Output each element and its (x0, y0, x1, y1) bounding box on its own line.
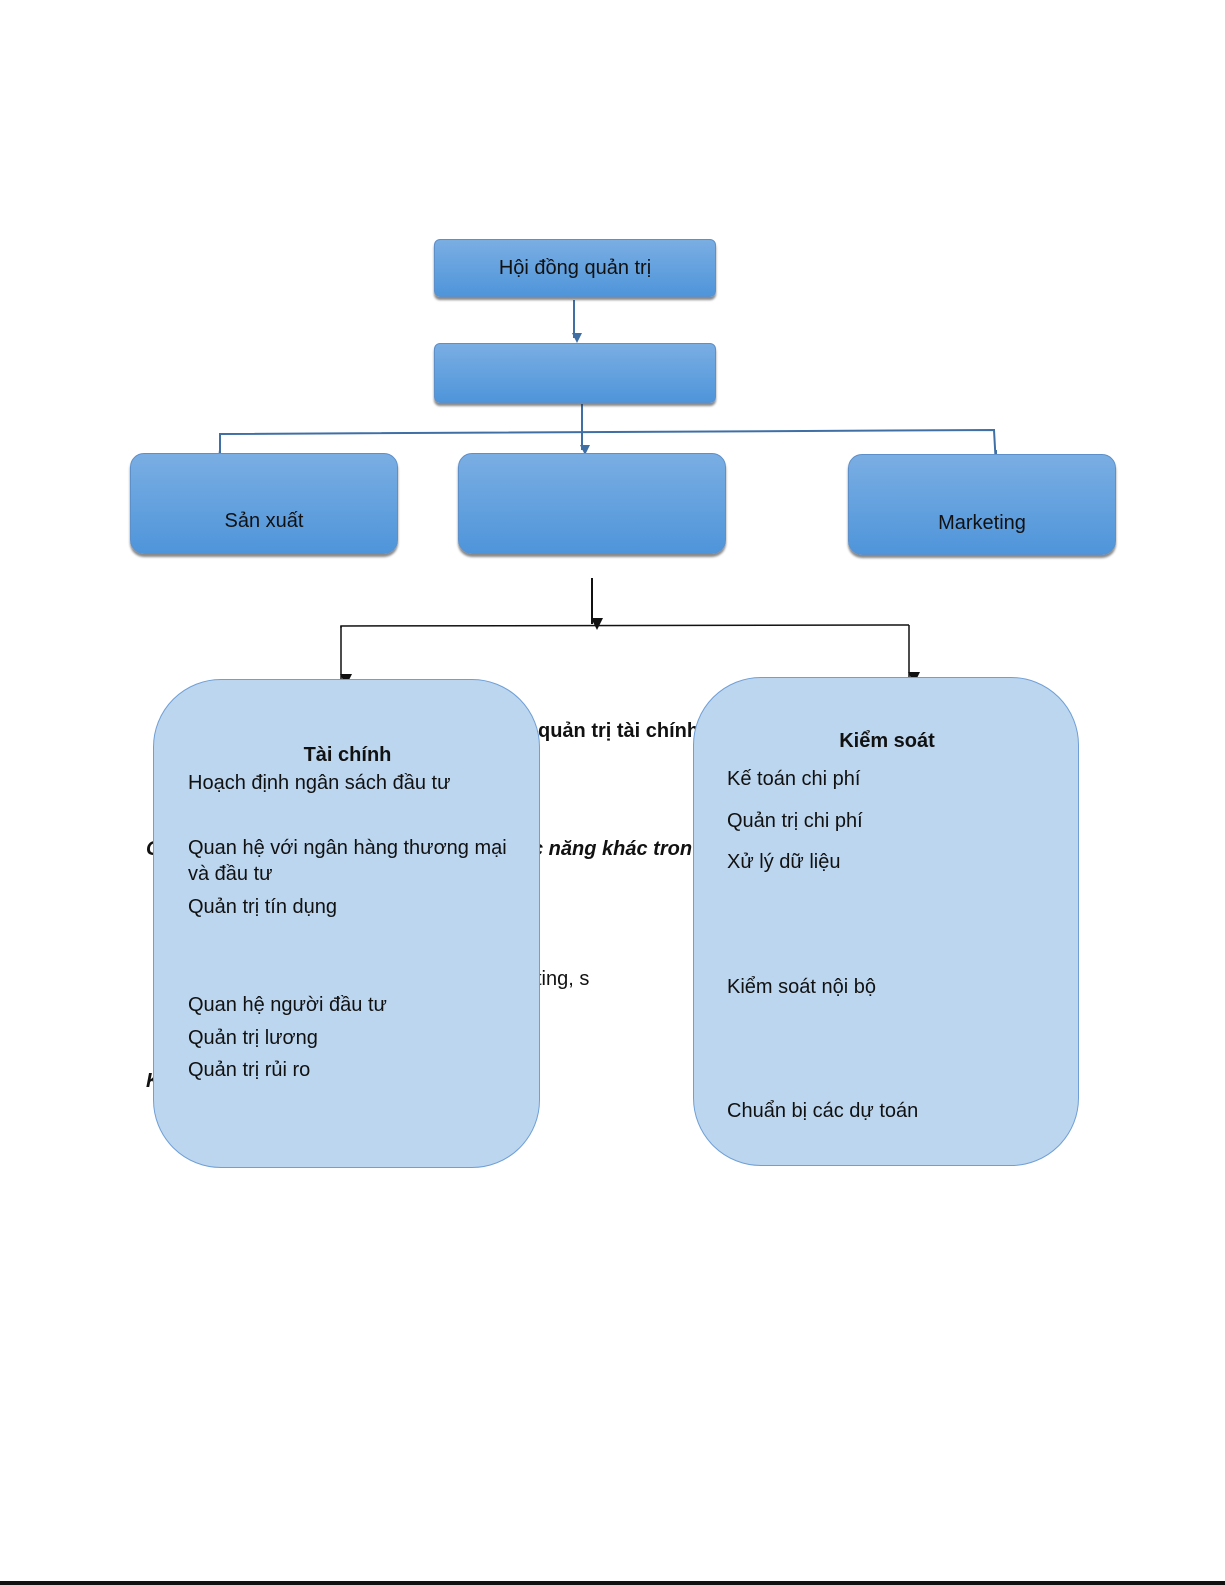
branch-line-bottom (340, 624, 910, 628)
control-item-1: Kế toán chi phí (727, 768, 861, 790)
marketing-node-label: Marketing (938, 512, 1026, 534)
background-fragment-3: ting, s (536, 968, 590, 990)
control-item-5: Chuẩn bị các dự toán (727, 1100, 919, 1122)
finance-panel-title: Tài chính (303, 744, 392, 766)
finance-item-3: Quản trị tín dụng (188, 896, 337, 918)
control-item-4: Kiểm soát nội bộ (727, 976, 876, 998)
finance-item-1: Hoạch định ngân sách đầu tư (188, 772, 451, 794)
control-item-2: Quản trị chi phí (727, 810, 863, 832)
board-node-label: Hội đồng quản trị (498, 256, 652, 279)
finance-item-4: Quan hệ người đầu tư (188, 994, 387, 1016)
control-item-3: Xử lý dữ liệu (727, 851, 841, 873)
finance-item-2: Quan hệ với ngân hàng thương mại và đầu … (188, 837, 507, 885)
finance-panel: Tài chính Hoạch định ngân sách đầu tư Qu… (153, 679, 540, 1168)
finance-item-6: Quản trị rủi ro (188, 1059, 311, 1081)
ceo-node (434, 343, 716, 403)
production-node: Sản xuất (130, 453, 398, 554)
production-node-label: Sản xuất (224, 510, 304, 532)
finance-manager-node (458, 453, 726, 554)
board-node: Hội đồng quản trị (434, 239, 716, 297)
page-bottom-rule (0, 1581, 1225, 1585)
marketing-node: Marketing (848, 454, 1116, 555)
background-fragment-1: quản trị tài chính (538, 720, 700, 742)
background-fragment-2: c năng khác tron (532, 838, 693, 860)
control-panel-title: Kiểm soát (839, 730, 935, 752)
control-panel: Kiểm soát Kế toán chi phí Quản trị chi p… (693, 677, 1079, 1166)
finance-item-5: Quản trị lương (188, 1027, 318, 1049)
